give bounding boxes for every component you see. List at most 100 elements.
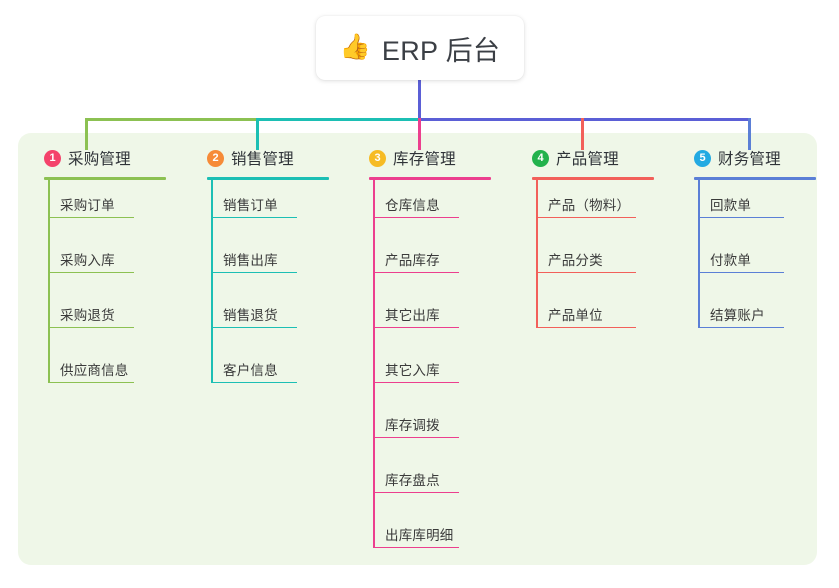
leaf-rule: [48, 216, 134, 218]
leaf-label: 销售退货: [223, 307, 278, 323]
column-spine-line: [536, 179, 538, 327]
leaf-label: 客户信息: [223, 362, 278, 378]
leaf-item[interactable]: 销售退货: [185, 290, 345, 345]
column-spine-line: [698, 179, 700, 327]
column-leaf-list: 产品（物料） 产品分类产品单位: [510, 179, 670, 345]
drop-line-5: [748, 118, 751, 150]
leaf-rule: [48, 326, 134, 328]
leaf-rule: [373, 326, 459, 328]
column-leaf-list: 采购订单采购入库采购退货供应商信息: [22, 179, 182, 400]
leaf-rule: [373, 436, 459, 438]
column-spine-line: [211, 179, 213, 382]
leaf-rule: [373, 491, 459, 493]
leaf-label: 库存调拨: [385, 417, 440, 433]
leaf-item[interactable]: 产品分类: [510, 235, 670, 290]
leaf-item[interactable]: 产品（物料）: [510, 180, 670, 235]
leaf-item[interactable]: 销售出库: [185, 235, 345, 290]
leaf-rule: [48, 381, 134, 383]
drop-line-4: [581, 118, 584, 150]
leaf-rule: [373, 546, 459, 548]
leaf-rule: [48, 271, 134, 273]
column-header-1[interactable]: 1 采购管理: [22, 146, 182, 170]
leaf-label: 库存盘点: [385, 472, 440, 488]
leaf-item[interactable]: 采购入库: [22, 235, 182, 290]
leaf-item[interactable]: 其它入库: [347, 345, 507, 400]
column-title: 财务管理: [718, 151, 781, 168]
leaf-item[interactable]: 库存盘点: [347, 455, 507, 510]
leaf-rule: [536, 271, 636, 273]
leaf-item[interactable]: 采购退货: [22, 290, 182, 345]
column-leaf-list: 回款单付款单结算账户: [672, 179, 832, 345]
thumbs-up-icon: 👍: [339, 32, 371, 61]
leaf-label: 销售出库: [223, 252, 278, 268]
column-title: 产品管理: [556, 151, 619, 168]
leaf-item[interactable]: 付款单: [672, 235, 832, 290]
leaf-label: 采购退货: [60, 307, 115, 323]
leaf-rule: [536, 326, 636, 328]
leaf-label: 产品（物料）: [548, 197, 631, 213]
leaf-item[interactable]: 销售订单: [185, 180, 345, 235]
drop-line-3: [418, 118, 421, 150]
root-node[interactable]: 👍 ERP 后台: [316, 16, 524, 80]
leaf-item[interactable]: 回款单: [672, 180, 832, 235]
leaf-label: 产品单位: [548, 307, 603, 323]
leaf-label: 供应商信息: [60, 362, 129, 378]
leaf-label: 回款单: [710, 197, 752, 213]
column-title: 采购管理: [68, 151, 131, 168]
diagram-panel: [18, 133, 817, 565]
leaf-rule: [373, 271, 459, 273]
column-header-5[interactable]: 5 财务管理: [672, 146, 832, 170]
bus-segment-2: [256, 118, 419, 121]
column-badge-icon: 5: [694, 149, 711, 167]
leaf-item[interactable]: 客户信息: [185, 345, 345, 400]
leaf-label: 产品库存: [385, 252, 440, 268]
column-header-rule: [694, 177, 816, 180]
leaf-item[interactable]: 其它出库: [347, 290, 507, 345]
leaf-item[interactable]: 仓库信息: [347, 180, 507, 235]
column-spine-line: [48, 179, 50, 382]
leaf-rule: [373, 381, 459, 383]
column-header-2[interactable]: 2 销售管理: [185, 146, 345, 170]
root-title: ERP 后台: [381, 35, 501, 66]
leaf-label: 采购入库: [60, 252, 115, 268]
leaf-item[interactable]: 采购订单: [22, 180, 182, 235]
leaf-rule: [536, 216, 636, 218]
root-trunk-line: [418, 80, 421, 120]
leaf-item[interactable]: 结算账户: [672, 290, 832, 345]
leaf-item[interactable]: 产品单位: [510, 290, 670, 345]
leaf-item[interactable]: 供应商信息: [22, 345, 182, 400]
leaf-item[interactable]: 产品库存: [347, 235, 507, 290]
leaf-rule: [373, 216, 459, 218]
leaf-label: 产品分类: [548, 252, 603, 268]
leaf-rule: [698, 326, 784, 328]
column-leaf-list: 仓库信息产品库存其它出库其它入库库存调拨库存盘点出库库明细: [347, 179, 507, 565]
column-header-rule: [207, 177, 329, 180]
leaf-label: 其它出库: [385, 307, 440, 323]
leaf-rule: [698, 216, 784, 218]
column-title: 库存管理: [393, 151, 456, 168]
leaf-rule: [211, 381, 297, 383]
drop-line-1: [85, 118, 88, 150]
leaf-label: 付款单: [710, 252, 752, 268]
column-badge-icon: 2: [207, 149, 224, 167]
column-badge-icon: 1: [44, 149, 61, 167]
leaf-rule: [698, 271, 784, 273]
leaf-label: 销售订单: [223, 197, 278, 213]
bus-segment-1: [85, 118, 257, 121]
leaf-item[interactable]: 出库库明细: [347, 510, 507, 565]
column-spine-line: [373, 179, 375, 547]
column-leaf-list: 销售订单销售出库销售退货客户信息: [185, 179, 345, 400]
bus-segment-3: [418, 118, 750, 121]
leaf-label: 结算账户: [710, 307, 765, 323]
leaf-label: 采购订单: [60, 197, 115, 213]
column-title: 销售管理: [231, 151, 294, 168]
leaf-label: 出库库明细: [385, 527, 454, 543]
leaf-rule: [211, 216, 297, 218]
column-财务管理: 5 财务管理回款单付款单结算账户: [672, 146, 832, 345]
leaf-rule: [211, 271, 297, 273]
leaf-item[interactable]: 库存调拨: [347, 400, 507, 455]
